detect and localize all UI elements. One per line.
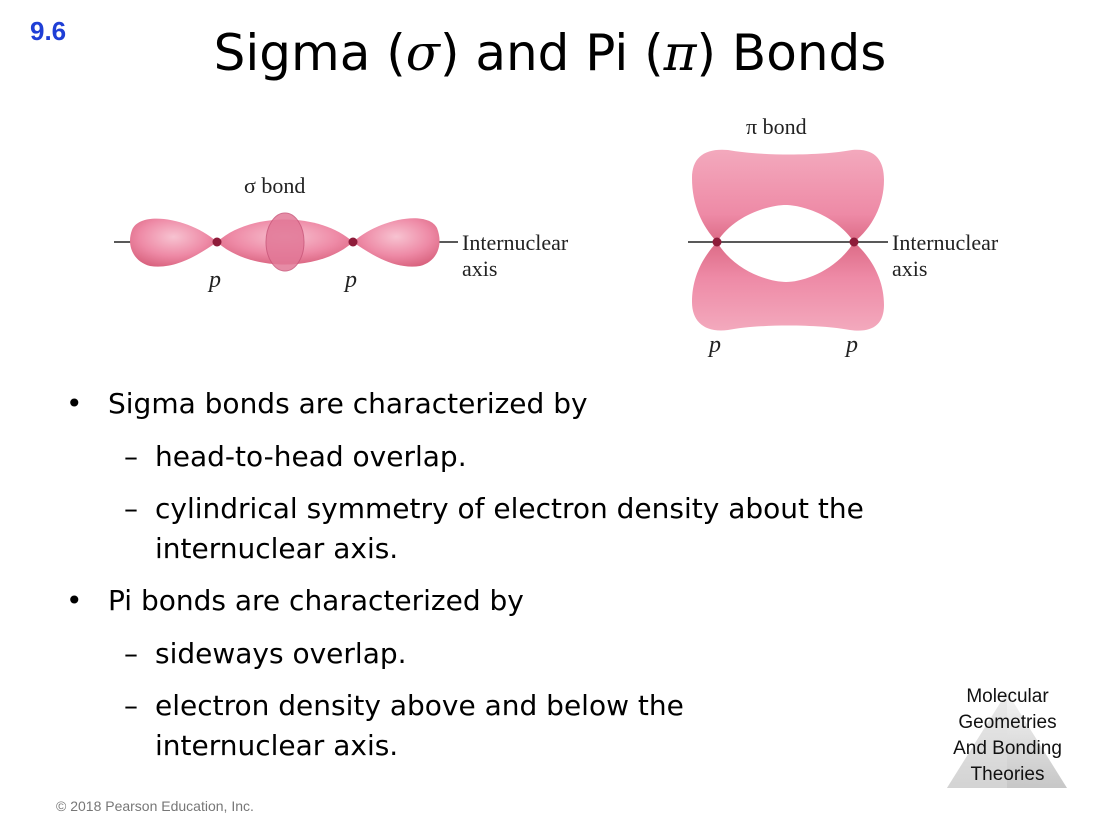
bullet-text: Pi bonds are characterized by	[108, 584, 524, 617]
sub-bullet: – sideways overlap.	[66, 634, 966, 674]
sub-bullet-text: head-to-head overlap.	[155, 440, 467, 473]
sigma-bond-figure: σ bond Internuclear axis p p	[114, 173, 569, 293]
pi-lower-lobe	[692, 242, 884, 331]
pi-bond-label: π bond	[746, 114, 807, 139]
bullet-text: Sigma bonds are characterized by	[108, 387, 588, 420]
sigma-left-lobe	[130, 218, 217, 267]
title-pi-symbol: π	[663, 24, 697, 82]
sub-bullet-mark: –	[124, 689, 138, 722]
badge-line4: Theories	[970, 764, 1045, 785]
badge-line2: Geometries	[958, 712, 1057, 733]
bond-diagram: σ bond Internuclear axis p p π bond Inte…	[114, 114, 999, 358]
section-number: 9.6	[30, 16, 67, 46]
sigma-axis-label-line1: Internuclear	[462, 230, 569, 255]
sigma-nucleus-left	[212, 237, 222, 247]
bullet-sigma: • Sigma bonds are characterized by	[66, 384, 966, 424]
sub-bullet-text: sideways overlap.	[155, 637, 407, 670]
sigma-bond-label: σ bond	[244, 173, 305, 198]
sub-bullet-mark: –	[124, 440, 138, 473]
sub-bullet-text-line2: internuclear axis.	[155, 729, 399, 762]
title-prefix: Sigma (	[213, 24, 406, 82]
badge-line1: Molecular	[966, 686, 1049, 707]
pi-bond-figure: π bond Internuclear axis p p	[688, 114, 999, 358]
bullet-mark: •	[66, 387, 83, 420]
sigma-overlap-ring	[265, 212, 305, 272]
pi-nucleus-right	[849, 237, 859, 247]
sigma-nucleus-right	[348, 237, 358, 247]
sub-bullet-text-line2: internuclear axis.	[155, 532, 399, 565]
pi-nucleus-left	[712, 237, 722, 247]
copyright-footer: © 2018 Pearson Education, Inc.	[56, 798, 254, 814]
sigma-p-label-left: p	[207, 267, 221, 293]
bullet-mark: •	[66, 584, 83, 617]
bullet-list: • Sigma bonds are characterized by – hea…	[66, 384, 966, 778]
sub-bullet: – head-to-head overlap.	[66, 437, 966, 477]
chapter-badge: Molecular Geometries And Bonding Theorie…	[935, 684, 1080, 794]
sigma-axis-label-line2: axis	[462, 256, 497, 281]
title-sigma-symbol: σ	[405, 24, 440, 82]
sub-bullet-mark: –	[124, 492, 138, 525]
pi-axis-label-line2: axis	[892, 256, 927, 281]
badge-triangle-icon	[947, 692, 1067, 788]
badge-text: Molecular Geometries And Bonding Theorie…	[935, 684, 1080, 788]
sub-bullet: – cylindrical symmetry of electron densi…	[66, 489, 966, 569]
pi-p-label-left: p	[707, 332, 721, 358]
sub-bullet: – electron density above and below the i…	[66, 686, 966, 766]
sub-bullet-text-line1: cylindrical symmetry of electron density…	[155, 492, 864, 525]
slide-title: Sigma (σ) and Pi (π) Bonds	[0, 24, 1100, 82]
sub-bullet-text-line1: electron density above and below the	[155, 689, 684, 722]
pi-axis-label-line1: Internuclear	[892, 230, 999, 255]
title-middle: ) and Pi (	[439, 24, 664, 82]
sigma-p-label-right: p	[343, 267, 357, 293]
title-suffix: ) Bonds	[696, 24, 887, 82]
sub-bullet-mark: –	[124, 637, 138, 670]
pi-p-label-right: p	[844, 332, 858, 358]
bullet-pi: • Pi bonds are characterized by	[66, 581, 966, 621]
sigma-right-lobe	[353, 218, 440, 267]
pi-upper-lobe	[692, 149, 884, 242]
badge-line3: And Bonding	[953, 738, 1062, 759]
